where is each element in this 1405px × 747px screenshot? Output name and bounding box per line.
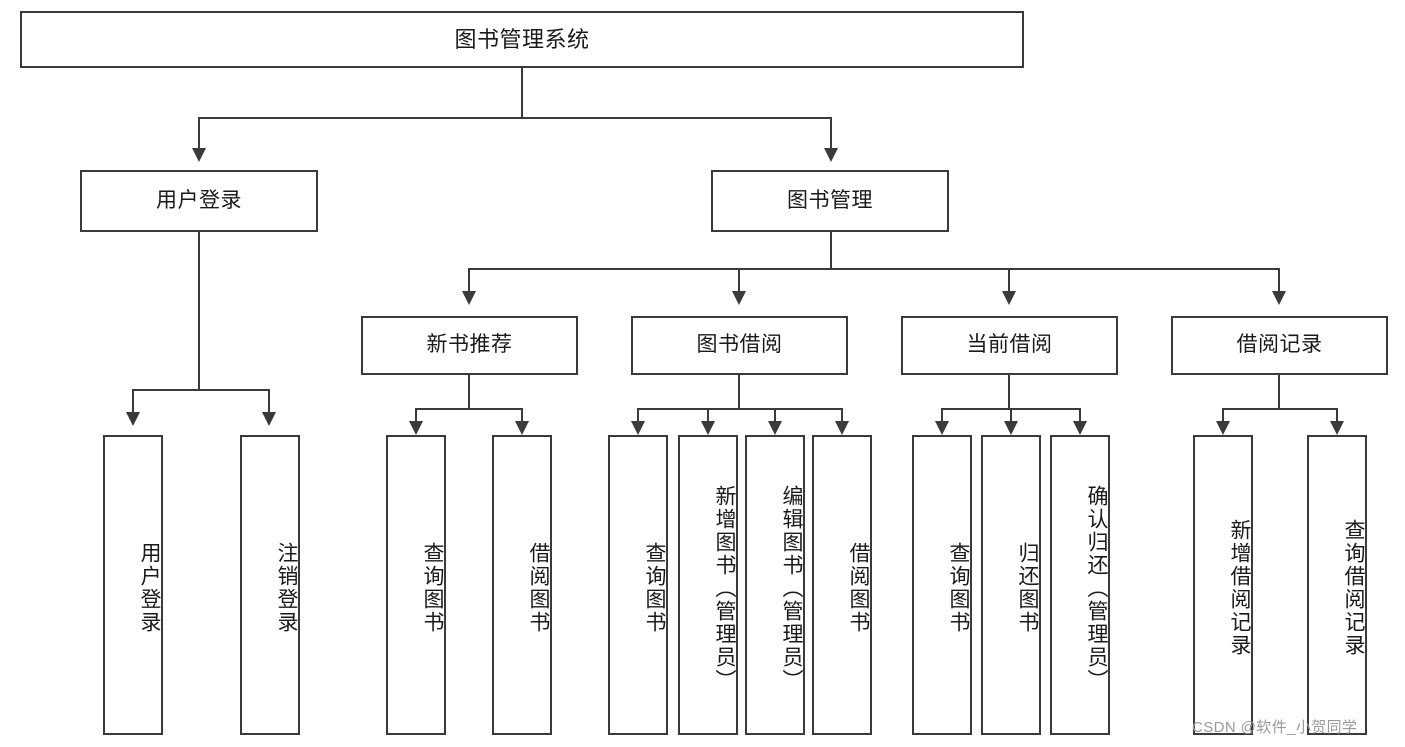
node-label: 借阅图书 xyxy=(527,542,550,634)
edge-current-borrow-drop-2 xyxy=(1010,408,1012,424)
leaf-current-borrow-query[interactable]: 查询图书 xyxy=(912,435,972,735)
node-label: 用户登录 xyxy=(138,542,161,634)
leaf-current-borrow-confirm[interactable]: 确认归还（管理员） xyxy=(1050,435,1110,735)
edge-book-manage-drop-3 xyxy=(1008,268,1010,293)
node-label: 注销登录 xyxy=(275,542,298,634)
edge-new-book-bar xyxy=(415,408,523,410)
leaf-current-borrow-return[interactable]: 归还图书 xyxy=(981,435,1041,735)
edge-book-borrow-drop-1 xyxy=(637,408,639,424)
node-root-system[interactable]: 图书管理系统 xyxy=(20,11,1024,68)
leaf-book-borrow-edit[interactable]: 编辑图书（管理员） xyxy=(745,435,805,735)
leaf-user-login-logout[interactable]: 注销登录 xyxy=(240,435,300,735)
node-label: 新增借阅记录 xyxy=(1228,519,1251,657)
node-label: 新书推荐 xyxy=(426,333,513,357)
edge-book-manage-stem xyxy=(830,232,832,269)
arrowhead-current-borrow-1 xyxy=(935,421,949,435)
node-label: 归还图书 xyxy=(1016,542,1039,634)
edge-book-borrow-drop-2 xyxy=(707,408,709,424)
arrowhead-book-manage-4 xyxy=(1272,291,1286,305)
node-label: 当前借阅 xyxy=(966,333,1053,357)
node-label: 查询图书 xyxy=(947,542,970,634)
leaf-book-borrow-add[interactable]: 新增图书（管理员） xyxy=(678,435,738,735)
edge-book-manage-bar xyxy=(468,268,1280,270)
edge-root-bar xyxy=(198,117,832,119)
arrowhead-new-book-1 xyxy=(409,421,423,435)
node-label: 图书管理系统 xyxy=(454,26,590,52)
edge-book-manage-drop-1 xyxy=(468,268,470,293)
leaf-new-book-borrow[interactable]: 借阅图书 xyxy=(492,435,552,735)
edge-user-login-bar xyxy=(132,389,269,391)
node-label: 用户登录 xyxy=(156,188,242,212)
node-label: 图书管理 xyxy=(787,188,873,212)
node-label: 借阅图书 xyxy=(847,542,870,634)
arrowhead-to-user-login xyxy=(192,148,206,162)
edge-borrow-record-drop-2 xyxy=(1336,408,1338,424)
leaf-user-login-login[interactable]: 用户登录 xyxy=(103,435,163,735)
edge-user-login-drop-1 xyxy=(132,389,134,414)
edge-borrow-record-bar xyxy=(1222,408,1338,410)
edge-borrow-record-drop-1 xyxy=(1222,408,1224,424)
leaf-borrow-record-add[interactable]: 新增借阅记录 xyxy=(1193,435,1253,735)
arrowhead-book-borrow-4 xyxy=(835,421,849,435)
edge-root-to-user-login xyxy=(198,117,200,150)
edge-borrow-record-stem xyxy=(1278,375,1280,409)
node-label: 查询图书 xyxy=(643,542,666,634)
edge-book-borrow-bar xyxy=(637,408,842,410)
node-user-login[interactable]: 用户登录 xyxy=(80,170,318,232)
node-borrow-record[interactable]: 借阅记录 xyxy=(1171,316,1388,375)
node-label: 编辑图书（管理员） xyxy=(780,484,803,692)
edge-new-book-stem xyxy=(468,375,470,409)
node-label: 借阅记录 xyxy=(1236,333,1323,357)
node-label: 图书借阅 xyxy=(696,333,783,357)
arrowhead-book-borrow-1 xyxy=(631,421,645,435)
leaf-new-book-query[interactable]: 查询图书 xyxy=(386,435,446,735)
arrowhead-user-login-1 xyxy=(126,412,140,426)
node-label: 查询借阅记录 xyxy=(1342,519,1365,657)
arrowhead-book-borrow-3 xyxy=(768,421,782,435)
arrowhead-book-borrow-2 xyxy=(701,421,715,435)
edge-book-manage-drop-2 xyxy=(738,268,740,293)
arrowhead-current-borrow-2 xyxy=(1004,421,1018,435)
edge-current-borrow-stem xyxy=(1008,375,1010,409)
edge-book-borrow-drop-4 xyxy=(841,408,843,424)
edge-current-borrow-drop-3 xyxy=(1079,408,1081,424)
arrowhead-book-manage-3 xyxy=(1002,291,1016,305)
arrowhead-current-borrow-3 xyxy=(1073,421,1087,435)
node-new-book-recommend[interactable]: 新书推荐 xyxy=(361,316,578,375)
arrowhead-book-manage-2 xyxy=(732,291,746,305)
edge-root-stem xyxy=(521,68,523,118)
edge-new-book-drop-2 xyxy=(521,408,523,424)
arrowhead-borrow-record-1 xyxy=(1216,421,1230,435)
edge-book-borrow-drop-3 xyxy=(774,408,776,424)
arrowhead-book-manage-1 xyxy=(462,291,476,305)
node-label: 新增图书（管理员） xyxy=(713,484,736,692)
edge-user-login-stem xyxy=(198,232,200,390)
leaf-book-borrow-query[interactable]: 查询图书 xyxy=(608,435,668,735)
edge-current-borrow-drop-1 xyxy=(941,408,943,424)
node-book-borrow[interactable]: 图书借阅 xyxy=(631,316,848,375)
edge-user-login-drop-2 xyxy=(268,389,270,414)
node-label: 确认归还（管理员） xyxy=(1085,484,1108,692)
edge-book-manage-drop-4 xyxy=(1278,268,1280,293)
edge-root-to-book-manage xyxy=(830,117,832,150)
arrowhead-to-book-manage xyxy=(824,148,838,162)
edge-book-borrow-stem xyxy=(738,375,740,409)
node-book-management[interactable]: 图书管理 xyxy=(711,170,949,232)
leaf-borrow-record-query[interactable]: 查询借阅记录 xyxy=(1307,435,1367,735)
node-label: 查询图书 xyxy=(421,542,444,634)
arrowhead-borrow-record-2 xyxy=(1330,421,1344,435)
node-current-borrow[interactable]: 当前借阅 xyxy=(901,316,1118,375)
watermark-csdn: CSDN @软件_小贺同学 xyxy=(1192,719,1358,736)
leaf-book-borrow-borrow[interactable]: 借阅图书 xyxy=(812,435,872,735)
arrowhead-new-book-2 xyxy=(515,421,529,435)
edge-new-book-drop-1 xyxy=(415,408,417,424)
arrowhead-user-login-2 xyxy=(262,412,276,426)
